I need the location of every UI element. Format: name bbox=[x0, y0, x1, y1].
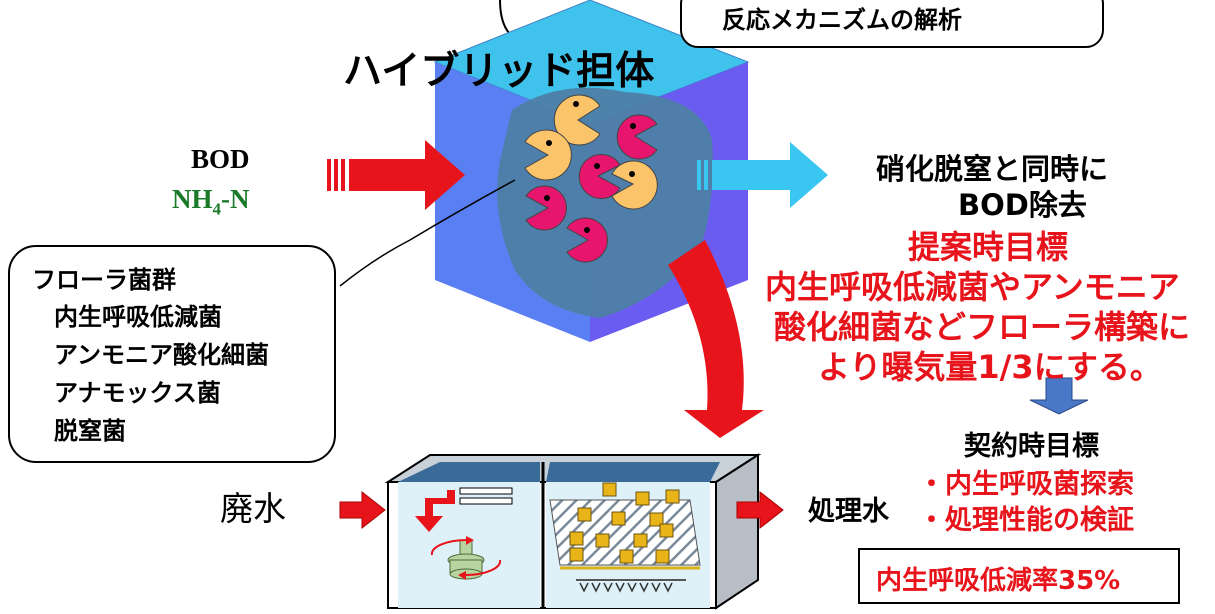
proposal-line-2: 酸化細菌などフローラ構築に bbox=[774, 308, 1191, 346]
flora-item-2: アンモニア酸化細菌 bbox=[54, 341, 270, 369]
proposal-title: 提案時目標 bbox=[908, 228, 1069, 266]
contract-item-1: ・内生呼吸菌探索 bbox=[918, 469, 1134, 500]
flora-item-4: 脱窒菌 bbox=[54, 417, 126, 445]
result-text: 内生呼吸低減率35% bbox=[876, 566, 1121, 596]
treatment-tank bbox=[384, 453, 762, 610]
curved-down-arrow bbox=[668, 240, 764, 438]
output-line-2: BOD除去 bbox=[958, 188, 1087, 222]
input-arrow bbox=[327, 140, 465, 210]
tank-inlet-label: 廃水 bbox=[220, 489, 286, 528]
bacteria-yellow-2 bbox=[524, 129, 572, 181]
bacteria-magenta-4 bbox=[566, 217, 608, 263]
flora-item-1: 内生呼吸低減菌 bbox=[54, 303, 222, 331]
input-bod-label: BOD bbox=[191, 144, 250, 174]
carrier-title: ハイブリッド担体 bbox=[343, 49, 655, 94]
flora-callout-tail bbox=[339, 179, 516, 287]
callout-top: 反応メカニズムの解析 bbox=[680, 0, 1104, 48]
output-line-1: 硝化脱窒と同時に bbox=[876, 152, 1109, 186]
bacteria-yellow-3 bbox=[611, 160, 658, 210]
tank-outlet-label: 処理水 bbox=[808, 496, 889, 527]
contract-item-2: ・処理性能の検証 bbox=[918, 505, 1134, 536]
input-nh4n-label: NH4-N bbox=[172, 184, 250, 219]
bacteria-magenta-2 bbox=[578, 154, 621, 199]
tank-outlet-arrow bbox=[736, 490, 784, 530]
flora-item-3: アナモックス菌 bbox=[54, 379, 221, 407]
tank-inlet-arrow bbox=[339, 490, 386, 530]
flora-callout: フローラ菌群 内生呼吸低減菌 アンモニア酸化細菌 アナモックス菌 脱窒菌 bbox=[8, 245, 336, 463]
proposal-line-3: より曝気量1/3にする。 bbox=[818, 348, 1162, 386]
output-arrow bbox=[697, 142, 828, 208]
contract-title: 契約時目標 bbox=[964, 431, 1099, 462]
callout-top-text: 反応メカニズムの解析 bbox=[722, 6, 962, 34]
bacteria-magenta-3 bbox=[525, 185, 567, 231]
bacteria-yellow-1 bbox=[553, 94, 601, 146]
proposal-line-1: 内生呼吸低減菌やアンモニア bbox=[765, 268, 1180, 306]
flora-title: フローラ菌群 bbox=[32, 266, 176, 294]
bacteria-group bbox=[524, 94, 658, 263]
blue-down-arrow bbox=[1029, 377, 1089, 415]
result-box: 内生呼吸低減率35% bbox=[858, 548, 1180, 604]
bacteria-magenta-1 bbox=[616, 114, 658, 160]
